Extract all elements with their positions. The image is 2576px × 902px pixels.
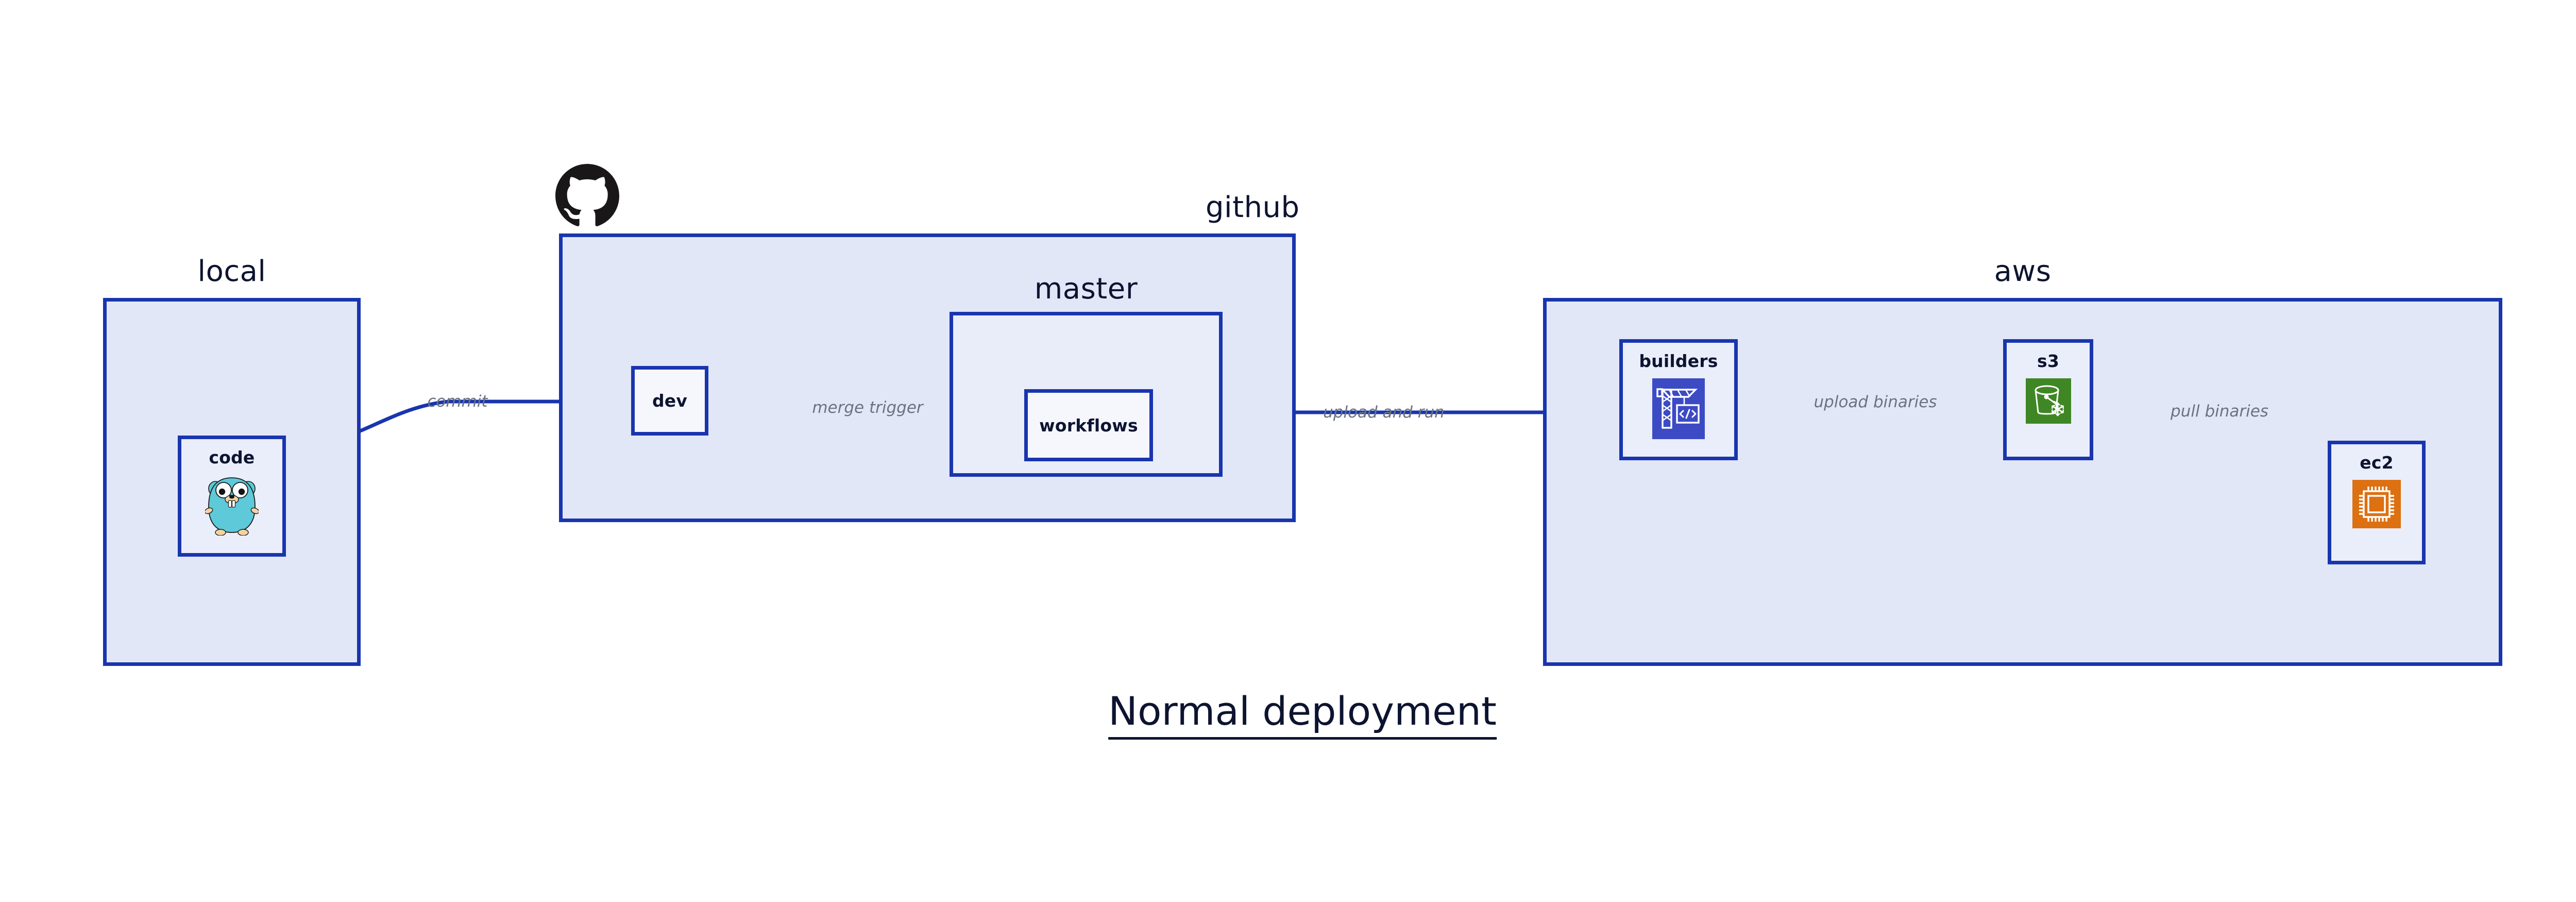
node-workflows[interactable]: workflows xyxy=(1024,389,1153,461)
aws-s3-glacier-icon xyxy=(2025,378,2071,424)
page-title: Normal deployment xyxy=(1108,688,1497,740)
edge-label-commit: commit xyxy=(427,392,488,411)
group-aws-title: aws xyxy=(1994,255,2052,288)
node-ec2-label: ec2 xyxy=(2360,453,2394,473)
edge-label-upload-and-run: upload and run xyxy=(1323,403,1445,422)
edge-label-upload-binaries: upload binaries xyxy=(1814,393,1937,411)
node-code[interactable]: code xyxy=(178,436,286,557)
github-octocat-icon xyxy=(555,164,619,230)
node-dev-label: dev xyxy=(652,391,688,411)
node-ec2[interactable]: ec2 xyxy=(2328,441,2426,564)
aws-ec2-icon xyxy=(2352,480,2401,528)
node-s3-label: s3 xyxy=(2037,351,2059,371)
node-builders[interactable]: builders xyxy=(1619,339,1738,460)
page-title-text: Normal deployment xyxy=(1108,688,1497,740)
node-dev[interactable]: dev xyxy=(631,366,708,436)
aws-codebuild-icon xyxy=(1652,378,1705,439)
edge-label-pull-binaries: pull binaries xyxy=(2171,402,2268,421)
group-master-title: master xyxy=(1034,272,1138,306)
group-github-title: github xyxy=(1206,191,1300,224)
group-local-title: local xyxy=(197,255,266,288)
node-code-label: code xyxy=(209,447,255,467)
edge-label-merge-trigger: merge trigger xyxy=(812,398,923,417)
go-gopher-icon xyxy=(204,475,260,536)
node-builders-label: builders xyxy=(1639,351,1718,371)
node-s3[interactable]: s3 xyxy=(2003,339,2093,460)
node-workflows-label: workflows xyxy=(1039,415,1138,436)
